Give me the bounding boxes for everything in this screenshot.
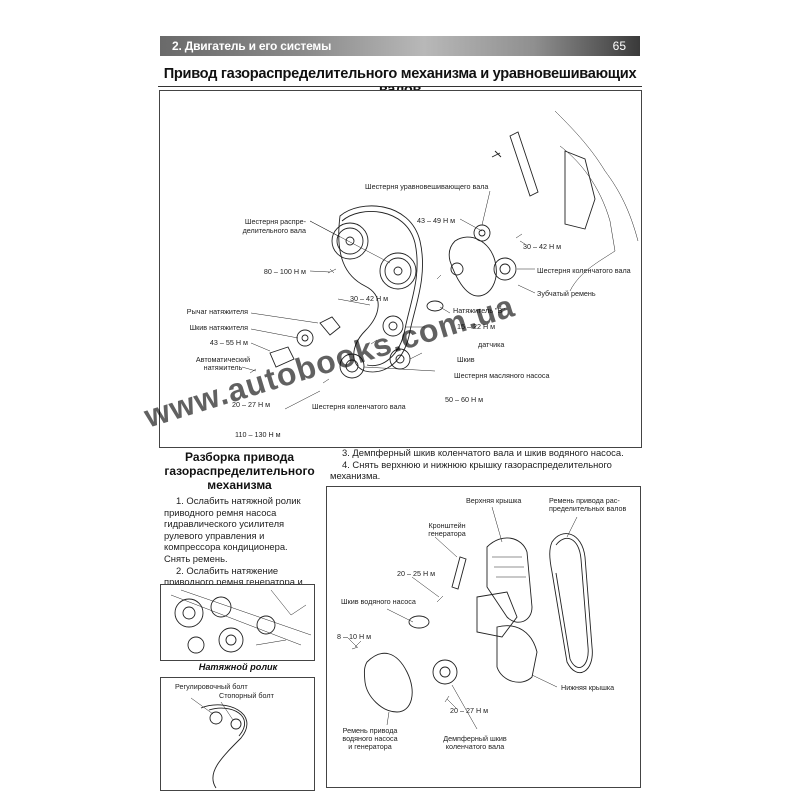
sensor-plate <box>426 300 444 312</box>
label-upper-cover: Верхняя крышка <box>466 496 522 505</box>
label-tensioner-pulley: Шкив натяжителя <box>189 323 248 332</box>
figure-covers: Верхняя крышка Ремень привода рас- преде… <box>326 486 641 788</box>
label-wp-belt-1: Ремень привода <box>342 726 398 735</box>
label-cam-gear-2: делительного вала <box>242 226 306 235</box>
tensioner-pulley-left <box>296 329 314 347</box>
balance-shaft-gear <box>473 224 491 242</box>
bracket-shape <box>451 556 467 590</box>
label-cam-belt-1: Ремень привода рас- <box>549 496 620 505</box>
label-cam-gear-1: Шестерня распре- <box>244 217 306 226</box>
label-bracket-1: Кронштейн <box>428 521 466 530</box>
camshaft-gear-2 <box>379 252 417 290</box>
crank-sprocket <box>493 257 517 281</box>
lower-cover-shape <box>496 625 538 683</box>
label-stop-bolt: Стопорный болт <box>219 691 274 700</box>
chapter-title: 2. Двигатель и его системы <box>172 39 332 53</box>
label-wp-belt-2: водяного насоса <box>342 734 398 743</box>
pump-pulley-shape <box>408 615 430 629</box>
bolts-drawing <box>190 697 248 789</box>
label-wp-belt-3: и генератора <box>348 742 392 751</box>
label-torque-20-27: 20 – 27 Н м <box>232 400 271 409</box>
label-auto-tensioner-2: натяжитель <box>203 363 243 372</box>
tensioner-roller-drawing <box>170 589 312 654</box>
label-pulley: Шкив <box>457 355 475 364</box>
label-tensioner-lever: Рычаг натяжителя <box>186 307 248 316</box>
steps-right: 3. Демпферный шкив коленчатого вала и шк… <box>330 447 640 482</box>
step-4: 4. Снять верхнюю и нижнюю крышку газорас… <box>330 458 612 482</box>
top-bracket <box>509 131 539 197</box>
upper-cover-shape <box>486 537 533 623</box>
section-title: Разборка привода газораспределительного … <box>164 450 315 492</box>
label-torque-8-10: 8 – 10 Н м <box>337 632 372 641</box>
balance-belt <box>448 236 497 297</box>
label-torque-43-55: 43 – 55 Н м <box>209 338 248 347</box>
camshaft-gear <box>331 222 369 260</box>
water-pump-shape <box>476 591 518 638</box>
label-torque-110-130: 110 – 130 Н м <box>235 430 281 439</box>
tensioner-pulley <box>382 315 404 337</box>
label-damper-1: Демпферный шкив <box>443 734 507 743</box>
label-torque-30-42-right: 30 – 42 Н м <box>523 242 562 251</box>
label-damper-2: коленчатого вала <box>445 742 505 751</box>
label-crank-gear: Шестерня коленчатого вала <box>537 266 631 275</box>
chapter-header: 2. Двигатель и его системы 65 <box>160 36 640 56</box>
figure-tensioner-roller <box>160 584 315 661</box>
label-torque-50-60: 50 – 60 Н м <box>445 395 484 404</box>
label-water-pump-pulley: Шкив водяного насоса <box>341 597 416 606</box>
oil-pump-gear <box>339 353 365 379</box>
label-torque-80-100: 80 – 100 Н м <box>263 267 306 276</box>
auto-tensioner <box>269 346 295 368</box>
label-torque-20-27: 20 – 27 Н м <box>450 706 489 715</box>
figure-caption-tensioner: Натяжной ролик <box>198 662 278 672</box>
label-sensor: датчика <box>478 340 505 349</box>
damper-pulley-shape <box>432 659 458 685</box>
water-pump-belt-shape <box>363 652 413 713</box>
figure-timing-drive: Шестерня уравновешивающего вала Шестерня… <box>159 90 642 448</box>
label-adjust-bolt: Регулировочный болт <box>175 682 248 691</box>
label-torque-20-25: 20 – 25 Н м <box>397 569 436 578</box>
figure-bolts: Регулировочный болт Стопорный болт <box>160 677 315 791</box>
label-balance-shaft-gear: Шестерня уравновешивающего вала <box>365 182 489 191</box>
step-3: 3. Демпферный шкив коленчатого вала и шк… <box>342 447 624 458</box>
page-number: 65 <box>612 39 626 53</box>
label-torque-43-49: 43 – 49 Н м <box>417 216 456 225</box>
camshaft-belt-shape <box>549 533 593 674</box>
tensioner-lever <box>319 316 341 336</box>
label-crank-gear-2: Шестерня коленчатого вала <box>312 402 406 411</box>
label-oil-pump-gear: Шестерня масляного насоса <box>454 371 550 380</box>
label-torque-15-22: 15 – 22 Н м <box>457 322 496 331</box>
timing-drive-drawing <box>241 110 639 410</box>
title-rule <box>158 86 642 87</box>
timing-belt <box>338 205 423 373</box>
label-torque-30-42-mid: 30 – 42 Н м <box>350 294 389 303</box>
step-1: 1. Ослабить натяжной ролик приводного ре… <box>164 495 301 564</box>
label-cam-belt-2: пределительных валов <box>549 504 627 513</box>
label-auto-tensioner-1: Автоматический <box>195 355 251 364</box>
label-bracket-2: генератора <box>428 529 466 538</box>
engine-outline <box>554 110 639 242</box>
label-toothed-belt: Зубчатый ремень <box>537 289 596 298</box>
label-lower-cover: Нижняя крышка <box>561 683 615 692</box>
label-tensioner-b: Натяжитель "В" <box>453 306 505 315</box>
covers-drawing <box>346 506 593 730</box>
engine-bracket <box>564 150 596 230</box>
